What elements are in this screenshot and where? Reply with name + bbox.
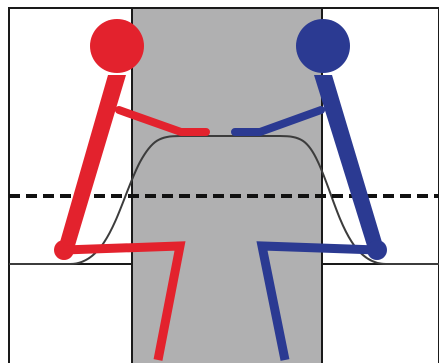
right-figure-arm <box>231 106 325 136</box>
left-figure-torso <box>58 75 126 249</box>
left-figure-hip <box>54 240 74 260</box>
table-strip <box>131 7 323 363</box>
left-figure-head <box>90 19 144 73</box>
left-figure-leg <box>63 241 186 361</box>
right-figure <box>231 19 387 361</box>
left-figure <box>54 19 210 361</box>
right-figure-head <box>296 19 350 73</box>
left-figure-arm <box>115 106 210 136</box>
right-figure-leg <box>256 241 378 361</box>
right-figure-torso <box>314 75 384 249</box>
profile-curve <box>9 135 439 265</box>
